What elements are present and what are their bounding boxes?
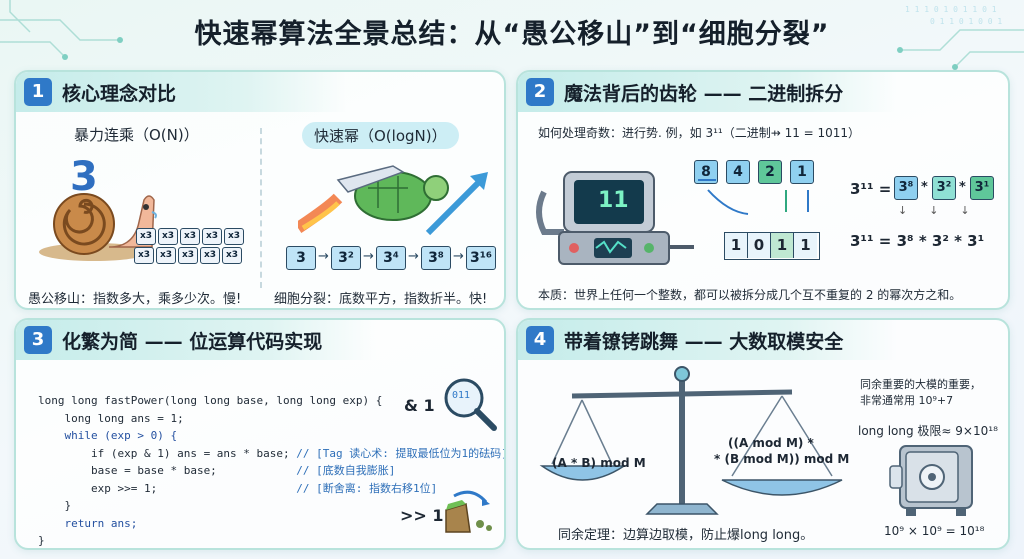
- snail-icon: [39, 193, 157, 261]
- x3-block: x3: [158, 228, 178, 245]
- fast-caption: 细胞分裂：底数平方，指数折半。快!: [274, 292, 488, 307]
- and-one-label: & 1: [404, 396, 435, 415]
- snail-digit: 3: [70, 154, 98, 200]
- code-line: return ans;: [38, 516, 138, 530]
- x3-block: x3: [224, 228, 244, 245]
- x3-block: x3: [200, 247, 220, 264]
- x3-block: x3: [180, 228, 200, 245]
- chain-box: 3: [286, 246, 316, 270]
- code-line: long long ans = 1;: [38, 411, 184, 425]
- long-long-limit: long long 极限≈ 9×10¹⁸: [858, 424, 998, 438]
- panel-number: 1: [24, 78, 52, 106]
- eq-term: 3¹: [970, 176, 994, 200]
- magnifier-icon: [444, 378, 497, 431]
- bit-cell: 1: [725, 233, 748, 258]
- x3-block: x3: [222, 247, 242, 264]
- weight-box: 1: [790, 160, 814, 184]
- brute-caption: 愚公移山：指数多大，乘多少次。慢!: [28, 292, 242, 307]
- overflow-product: 10⁹ × 10⁹ = 10¹⁸: [884, 524, 985, 538]
- weight-box: 4: [726, 160, 750, 184]
- essence: 本质：世界上任何一个整数，都可以被拆分成几个互不重复的 2 的幂次方之和。: [538, 288, 962, 302]
- panel-title: 化繁为简 —— 位运算代码实现: [62, 331, 323, 353]
- eq1-terms: 3⁸*3²*3¹: [894, 176, 1004, 202]
- chain-box: 3⁴: [376, 246, 406, 270]
- chain-arrow: →: [453, 249, 464, 264]
- code-line: while (exp > 0) {: [38, 429, 178, 442]
- chain-box: 3⁸: [421, 246, 451, 270]
- balance-scale-icon: [539, 366, 843, 515]
- bit-cell: 1: [794, 233, 817, 258]
- divider: [260, 128, 262, 288]
- right-pan-text-2: * (B mod M)) mod M: [714, 452, 850, 466]
- x3-block: x3: [136, 228, 156, 245]
- weight-box: 2: [758, 160, 782, 184]
- x3-block: x3: [202, 228, 222, 245]
- brute-force-label: 暴力连乘（O(N)）: [74, 126, 199, 144]
- machine-icon: [536, 171, 694, 265]
- panel-header: 3 化繁为简 —— 位运算代码实现: [16, 320, 376, 360]
- odd-question: 如何处理奇数：进行势. 例，如 3¹¹（二进制⇸ 11 = 1011）: [538, 126, 861, 140]
- chain-box: 3²: [331, 246, 361, 270]
- panel-code: 3 化繁为简 —— 位运算代码实现 long long fastPower(lo…: [14, 318, 506, 550]
- code-line: long long fastPower(long long base, long…: [38, 394, 383, 407]
- magnifier-text: 011: [452, 390, 471, 401]
- left-pan-text: (A * B) mod M: [552, 456, 646, 470]
- x3-block: x3: [178, 247, 198, 264]
- page-title: 快速幂算法全景总结：从“愚公移山”到“细胞分裂”: [194, 19, 830, 50]
- eq-op: *: [921, 180, 928, 195]
- safe-icon: [889, 445, 973, 516]
- panel-number: 3: [24, 326, 52, 354]
- shift-label: >> 1: [400, 506, 444, 525]
- modulo-note-2: 非常通常用 10⁹+7: [860, 394, 954, 407]
- panel-modulo: 4 带着镣铐跳舞 —— 大数取模安全 (A * B) mod M ((A mod…: [516, 318, 1010, 550]
- code-comment: // [断舍离: 指数右移1位]: [296, 481, 438, 495]
- chain-arrow: →: [408, 249, 419, 264]
- congruence-theorem: 同余定理：边算边取模，防止爆long long。: [558, 528, 814, 543]
- panel-title: 带着镣铐跳舞 —— 大数取模安全: [564, 331, 844, 353]
- code-line: if (exp & 1) ans = ans * base;: [38, 446, 297, 460]
- panel-title: 魔法背后的齿轮 —— 二进制拆分: [564, 83, 844, 105]
- code-block: long long fastPower(long long base, long…: [38, 392, 506, 548]
- code-comment: // [底数自我膨胀]: [296, 464, 396, 477]
- x3-block: x3: [156, 247, 176, 264]
- fast-power-label: 快速幂（O(logN)）: [302, 122, 459, 149]
- x3-block: x3: [134, 247, 154, 264]
- code-line: base = base * base;: [38, 464, 297, 477]
- panel-header: 1 核心理念对比: [16, 72, 346, 112]
- code-comment: // [Tag 读心术: 提取最低位为1的砝码]: [296, 446, 506, 460]
- panel-header: 2 魔法背后的齿轮 —— 二进制拆分: [518, 72, 898, 112]
- panel-number: 4: [526, 326, 554, 354]
- code-line: exp >>= 1;: [38, 481, 297, 495]
- right-pan-text-1: ((A mod M) *: [728, 436, 814, 450]
- down-arrows: ↓↓↓: [898, 204, 992, 217]
- rocket-turtle-icon: [298, 165, 488, 236]
- weight-arrows: [698, 179, 809, 215]
- eq-op: *: [959, 180, 966, 195]
- doubling-chain: 3→3²→3⁴→3⁸→3¹⁶: [286, 246, 501, 272]
- eq-term: 3²: [932, 176, 956, 200]
- chain-arrow: →: [363, 249, 374, 264]
- panel-number: 2: [526, 78, 554, 106]
- eq1-lhs: 3¹¹ =: [850, 180, 892, 198]
- chain-box: 3¹⁶: [466, 246, 496, 270]
- panel-binary-split: 2 魔法背后的齿轮 —— 二进制拆分 如何处理奇数：进行势. 例，如 3¹¹（二…: [516, 70, 1010, 310]
- bit-cell: 0: [748, 233, 771, 258]
- eq2: 3¹¹ = 3⁸ * 3² * 3¹: [850, 232, 985, 250]
- code-line: }: [38, 534, 45, 547]
- machine-value: 11: [598, 188, 629, 213]
- modulo-note-1: 同余重要的大模的重要，: [860, 378, 981, 391]
- chain-arrow: →: [318, 249, 329, 264]
- bit-cell: 1: [771, 233, 794, 258]
- eq-term: 3⁸: [894, 176, 918, 200]
- cliff-icon: [445, 490, 492, 533]
- code-line: }: [38, 499, 72, 512]
- panel-header: 4 带着镣铐跳舞 —— 大数取模安全: [518, 320, 898, 360]
- panel-title: 核心理念对比: [62, 83, 177, 105]
